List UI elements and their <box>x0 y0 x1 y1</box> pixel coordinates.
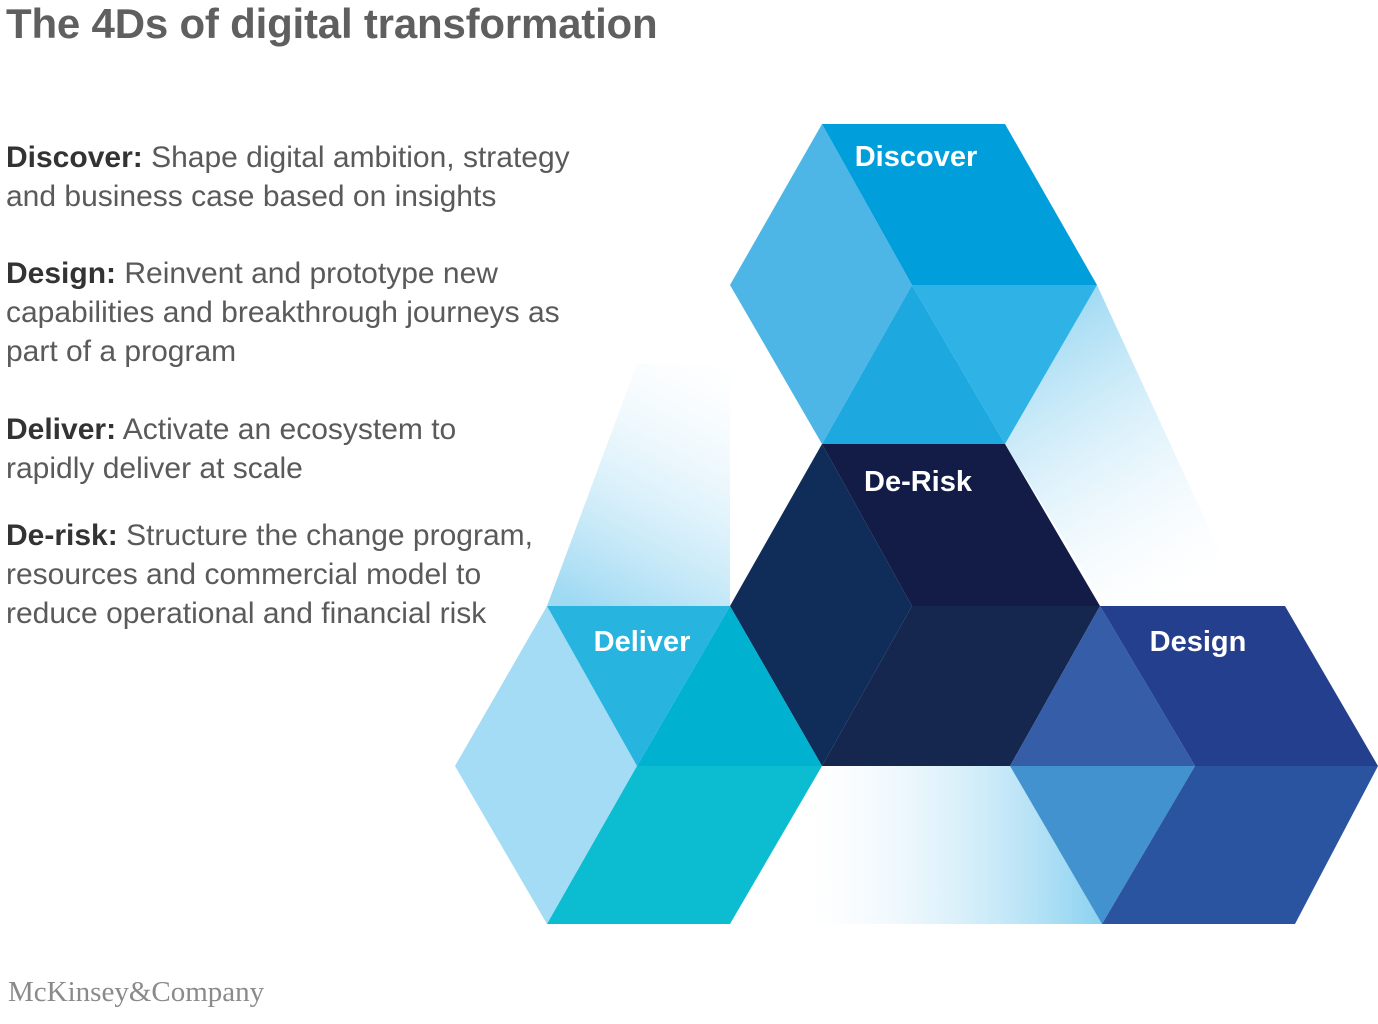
connector-band-bottom <box>730 766 1102 924</box>
legend-description: Activate an ecosystem to rapidly deliver… <box>6 413 457 485</box>
legend-description: Reinvent and prototype new capabilities … <box>6 257 560 368</box>
legend-term: Deliver: <box>6 413 117 446</box>
hex-face <box>912 285 1097 444</box>
hex-face <box>730 124 912 444</box>
hex-face <box>822 124 1097 285</box>
hexagon-label: Discover <box>855 141 978 173</box>
legend-item-design: Design: Reinvent and prototype new capab… <box>6 254 606 371</box>
hex-face <box>822 606 1100 766</box>
hex-face <box>455 606 637 924</box>
connector-band-left <box>547 364 730 606</box>
hex-face <box>1100 606 1378 766</box>
legend-item-discover: Discover: Shape digital ambition, strate… <box>6 138 616 216</box>
hex-face <box>547 606 730 766</box>
legend-term: Discover: <box>6 141 143 174</box>
hex-face <box>1102 766 1378 924</box>
brand-logo: McKinsey&Company <box>8 976 265 1008</box>
hex-face <box>547 766 822 924</box>
hex-face <box>637 606 822 766</box>
hexagon-deliver: Deliver <box>455 606 822 924</box>
hex-face <box>1010 766 1195 924</box>
page-title: The 4Ds of digital transformation <box>6 0 658 47</box>
legend-term: De-risk: <box>6 519 118 552</box>
hex-face <box>822 444 1100 606</box>
hex-face <box>730 444 912 766</box>
hexagon-design: Design <box>1010 606 1378 924</box>
hexagon-label: Design <box>1150 626 1247 658</box>
hexagon-label: De-Risk <box>864 466 973 498</box>
legend-description: Shape digital ambition, strategy and bus… <box>6 141 570 213</box>
legend-term: Design: <box>6 257 117 290</box>
legend-item-de-risk: De-risk: Structure the change program, r… <box>6 516 536 633</box>
hexagon-de-risk: De-Risk <box>730 444 1100 766</box>
hexagon-label: Deliver <box>594 626 691 658</box>
hex-face <box>1010 606 1195 766</box>
connector-band-right <box>1005 285 1245 606</box>
hex-face <box>822 285 1005 444</box>
hexagon-discover: Discover <box>730 124 1097 444</box>
legend-item-deliver: Deliver: Activate an ecosystem to rapidl… <box>6 410 506 488</box>
legend-description: Structure the change program, resources … <box>6 519 533 630</box>
